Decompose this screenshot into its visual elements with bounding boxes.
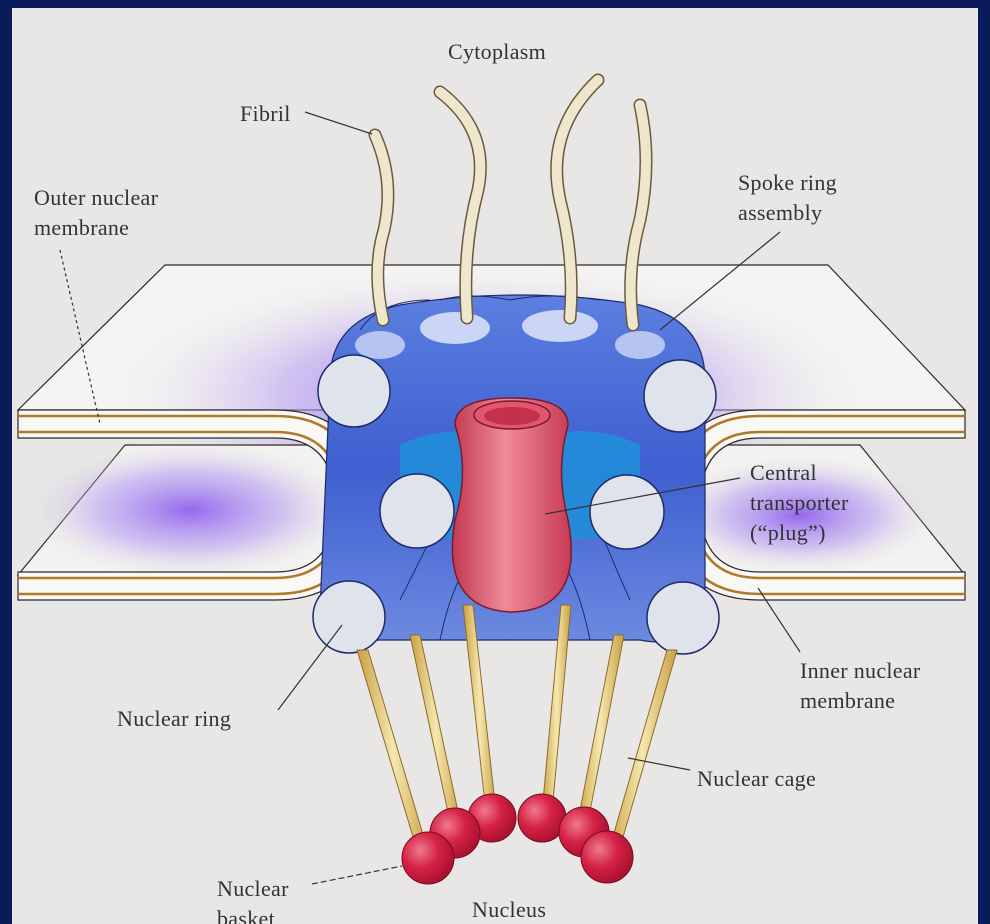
label-fibril: Fibril [240,99,291,129]
label-nuclear-basket: Nuclear basket [217,874,289,924]
label-inner-nuclear-membrane: Inner nuclear membrane [800,656,921,716]
label-nuclear-ring: Nuclear ring [117,704,231,734]
nuclear-cage-rods [357,605,677,860]
label-nucleus: Nucleus [472,895,546,924]
label-spoke-ring-assembly: Spoke ring assembly [738,168,837,228]
central-transporter-plug [452,398,571,612]
label-central-transporter: Central transporter (“plug”) [750,458,849,548]
label-nuclear-cage: Nuclear cage [697,764,816,794]
label-cytoplasm: Cytoplasm [448,37,546,67]
label-outer-nuclear-membrane: Outer nuclear membrane [34,183,158,243]
diagram-canvas: Cytoplasm Fibril Outer nuclear membrane … [12,8,978,924]
nuclear-basket-balls [402,794,633,884]
